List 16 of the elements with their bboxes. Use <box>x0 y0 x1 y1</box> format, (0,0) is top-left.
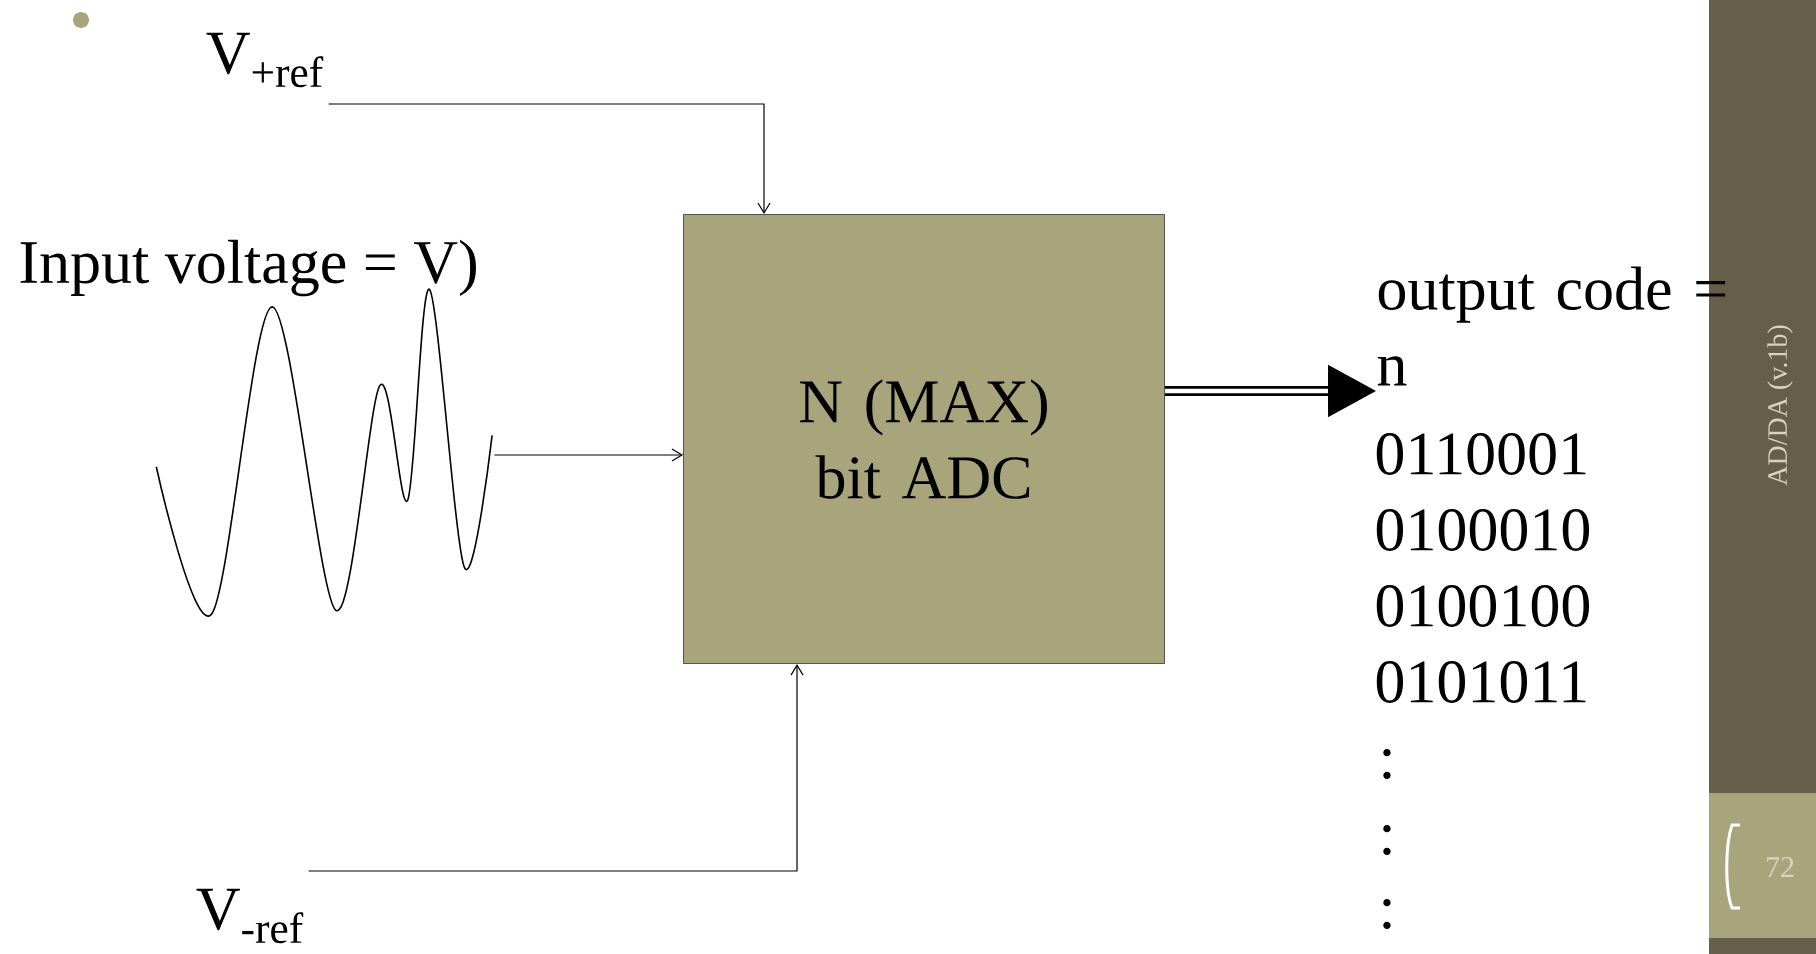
adc-box: N (MAX) bit ADC <box>683 214 1165 664</box>
arrow <box>493 448 684 462</box>
ellipsis-dots: : <box>1383 749 1391 779</box>
code-text: 0100100 <box>1376 585 1590 627</box>
ellipsis-dots: : <box>1383 825 1391 855</box>
reference-label: V$_{-ref}$ <box>196 888 304 944</box>
page-number: 72 <box>1767 857 1794 877</box>
arrow <box>328 103 771 215</box>
reference-label: V$_{+ref}$ <box>206 32 324 88</box>
sidebar-title: AD/DA (v.1b) <box>1767 325 1793 486</box>
code-text: 0101011 <box>1376 661 1586 703</box>
input-label: Input voltage = V) <box>20 239 476 297</box>
ellipsis-dots: : <box>1383 899 1391 929</box>
arrow <box>308 663 804 872</box>
code-text: 0100010 <box>1376 509 1590 551</box>
code-text: 0110001 <box>1376 433 1586 475</box>
